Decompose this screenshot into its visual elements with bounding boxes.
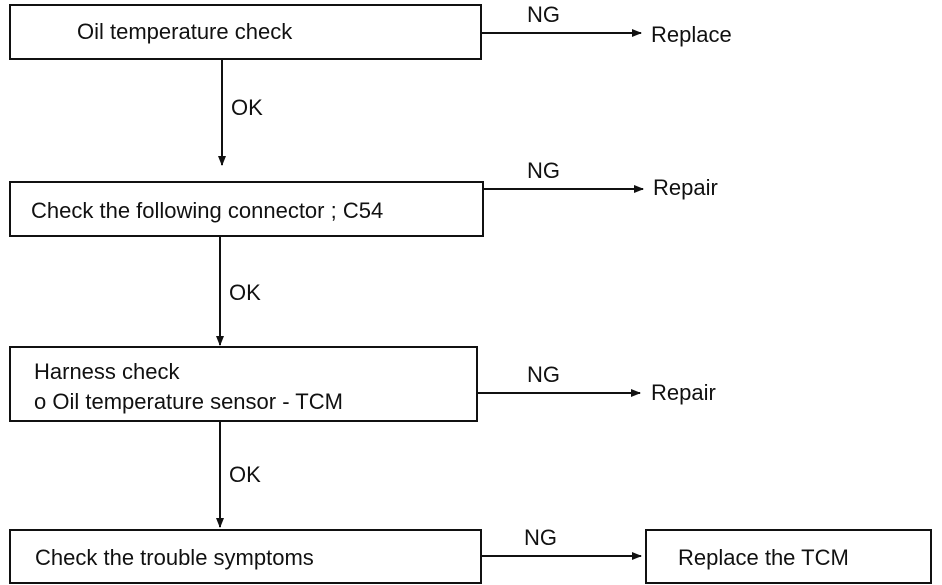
result-text: Replace the TCM	[678, 545, 849, 570]
step-text: Check the following connector ; C54	[31, 198, 384, 223]
ok-label-2: OK	[229, 280, 261, 305]
ng-label-2: NG	[527, 158, 560, 183]
ng-label-4: NG	[524, 525, 557, 550]
ok-label-1: OK	[231, 95, 263, 120]
step-text: Check the trouble symptoms	[35, 545, 314, 570]
step-box-harness-check: Harness check o Oil temperature sensor -…	[9, 346, 478, 422]
step-text: Oil temperature check	[77, 19, 293, 44]
ng-label-1: NG	[527, 2, 560, 27]
ng-result-2: Repair	[653, 175, 718, 200]
ok-label-3: OK	[229, 462, 261, 487]
step-text-line-1: Harness check	[34, 359, 180, 384]
ng-label-3: NG	[527, 362, 560, 387]
result-box-replace-tcm: Replace the TCM	[645, 529, 932, 584]
step-box-connector-check: Check the following connector ; C54	[9, 181, 484, 237]
step-box-oil-temperature-check: Oil temperature check	[9, 4, 482, 60]
ng-result-1: Replace	[651, 22, 732, 47]
step-text-line-2: o Oil temperature sensor - TCM	[34, 389, 343, 414]
step-box-trouble-symptoms: Check the trouble symptoms	[9, 529, 482, 584]
ng-result-3: Repair	[651, 380, 716, 405]
